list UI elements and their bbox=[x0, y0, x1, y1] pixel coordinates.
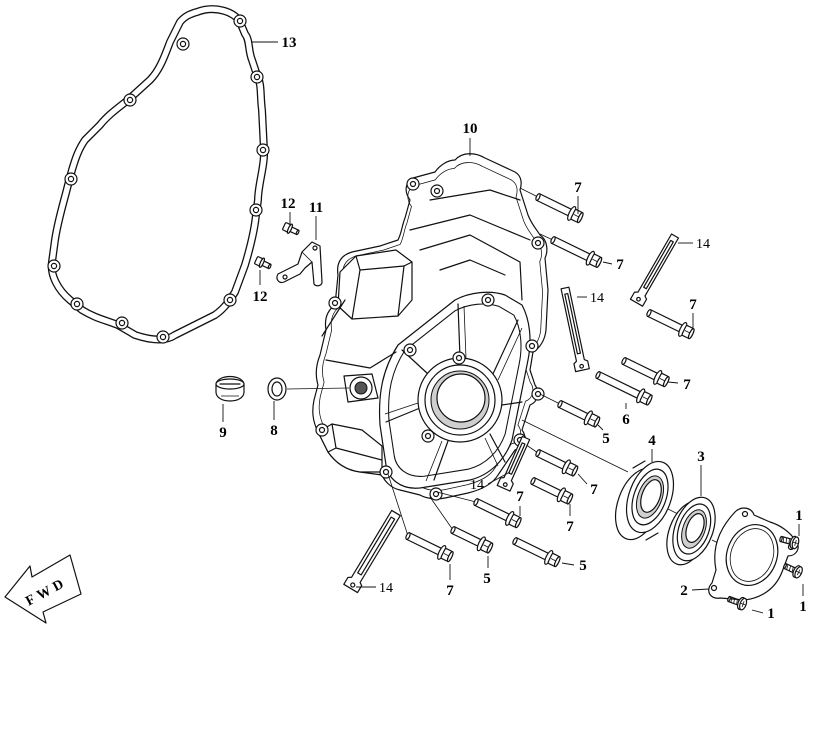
callout-10: 10 bbox=[463, 121, 478, 137]
bolt bbox=[447, 521, 496, 557]
oil-seal bbox=[666, 496, 716, 566]
gasket bbox=[47, 5, 270, 344]
callout-7: 7 bbox=[689, 297, 697, 313]
leader-lines bbox=[222, 41, 804, 614]
cover-lower-block bbox=[317, 299, 397, 473]
callout-1: 1 bbox=[795, 508, 803, 524]
callout-14: 14 bbox=[696, 237, 710, 252]
callout-8: 8 bbox=[270, 423, 278, 439]
fwd-arrow: FWD bbox=[4, 554, 82, 624]
gasket-inner bbox=[49, 6, 267, 343]
cover-bolt-bosses bbox=[315, 177, 545, 501]
callout-14: 14 bbox=[590, 291, 604, 306]
callout-7: 7 bbox=[683, 377, 691, 393]
callout-5: 5 bbox=[483, 571, 491, 587]
bolt bbox=[470, 493, 524, 531]
o-ring bbox=[267, 377, 287, 401]
o-ring-axis-line bbox=[286, 387, 350, 390]
callout-7: 7 bbox=[566, 519, 574, 535]
callout-1: 1 bbox=[799, 599, 807, 615]
callout-3: 3 bbox=[697, 449, 705, 465]
bolt bbox=[643, 304, 697, 342]
callout-14: 14 bbox=[379, 581, 393, 596]
cover-bearing-hub bbox=[417, 357, 503, 443]
strap bbox=[560, 286, 590, 373]
callout-7: 7 bbox=[590, 482, 598, 498]
bolt bbox=[532, 444, 581, 480]
bearing bbox=[614, 460, 675, 541]
callout-11: 11 bbox=[309, 200, 323, 216]
callout-7: 7 bbox=[616, 257, 624, 273]
bolt bbox=[402, 527, 456, 565]
bolt bbox=[547, 231, 605, 271]
callout-9: 9 bbox=[219, 425, 227, 441]
callout-13: 13 bbox=[282, 35, 297, 51]
cover-upper-block bbox=[337, 189, 531, 320]
bracket bbox=[276, 241, 323, 287]
bolt bbox=[527, 472, 576, 508]
cover-plate bbox=[708, 507, 799, 601]
side-cover bbox=[312, 153, 549, 501]
bolt bbox=[509, 532, 563, 570]
callout-12: 12 bbox=[253, 289, 268, 305]
gasket-bolt-holes bbox=[47, 14, 270, 344]
strap bbox=[343, 509, 401, 594]
callouts: 13 10 7 7 14 14 7 12 11 12 7 9 8 5 6 4 3… bbox=[219, 35, 807, 622]
callout-7: 7 bbox=[574, 180, 582, 196]
callout-1: 1 bbox=[767, 606, 775, 622]
callout-5: 5 bbox=[602, 431, 610, 447]
oil-filler-cap bbox=[215, 375, 245, 402]
gasket-outline bbox=[47, 5, 269, 344]
strap bbox=[629, 233, 680, 307]
bolt bbox=[618, 352, 672, 390]
small-bolt bbox=[281, 220, 302, 238]
callout-14: 14 bbox=[470, 478, 484, 493]
callout-2: 2 bbox=[680, 583, 688, 599]
callout-6: 6 bbox=[622, 412, 630, 428]
callout-5: 5 bbox=[579, 558, 587, 574]
callout-4: 4 bbox=[648, 433, 656, 449]
callout-7: 7 bbox=[446, 583, 454, 599]
small-bolt bbox=[253, 254, 274, 272]
callout-7: 7 bbox=[516, 489, 524, 505]
bolt bbox=[592, 366, 655, 409]
strap bbox=[496, 435, 531, 492]
oil-filler-port bbox=[343, 373, 379, 403]
bolt bbox=[554, 395, 603, 431]
callout-12: 12 bbox=[281, 196, 296, 212]
